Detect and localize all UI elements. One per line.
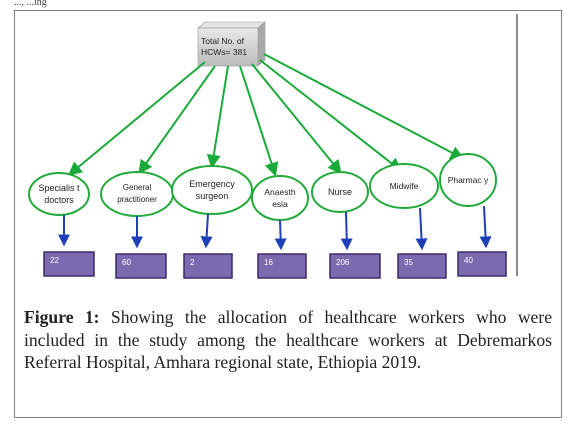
count-midwife: 35 — [404, 258, 413, 267]
node-label: Anaesth esia — [264, 187, 296, 209]
count-boxes — [43, 251, 507, 279]
blue-arrows — [58, 205, 492, 251]
total-label-box: Total No. of HCWs= 381 — [198, 28, 258, 66]
ovals — [28, 153, 497, 221]
oval-midwife — [369, 163, 439, 209]
node-specialist: Specialis t doctors — [29, 173, 89, 215]
green-arrows — [67, 53, 465, 177]
caption-label: Figure 1: — [24, 307, 100, 327]
node-label: Nurse — [327, 187, 352, 197]
figure-caption: Figure 1: Showing the allocation of heal… — [24, 306, 552, 374]
count-emergency: 2 — [190, 258, 195, 267]
count-gp: 60 — [122, 258, 131, 267]
oval-specialist — [28, 172, 90, 216]
header-fragment: ..., ...ing — [14, 0, 47, 8]
count-pharmacy: 40 — [464, 256, 473, 265]
count-specialist: 22 — [50, 256, 59, 265]
count-nurse: 206 — [336, 258, 350, 267]
node-label: Pharmac y — [447, 175, 489, 185]
oval-emergency — [171, 165, 253, 215]
oval-nurse — [311, 171, 369, 213]
caption-text: Showing the allocation of healthcare wor… — [24, 307, 552, 372]
arrow-anaesthesia — [239, 65, 279, 177]
figure-frame — [14, 10, 562, 418]
node-nurse: Nurse — [312, 172, 368, 212]
node-gp: General practitioner — [101, 172, 173, 216]
count-anaesthesia: 16 — [264, 258, 273, 267]
arrow-pharmacy — [263, 53, 465, 160]
node-label: Emergency surgeon — [189, 179, 235, 201]
arrow-midwife — [259, 59, 403, 172]
node-label: Midwife — [389, 181, 419, 191]
node-pharmacy: Pharmac y — [440, 154, 496, 206]
arrow-specialist — [67, 61, 206, 176]
node-anaesthesia: Anaesth esia — [252, 176, 308, 220]
arrow-gp — [138, 65, 216, 175]
node-midwife: Midwife — [370, 164, 438, 208]
total-box — [197, 21, 266, 67]
oval-pharmacy — [439, 153, 497, 207]
arrow-emergency — [206, 65, 229, 169]
node-emergency: Emergency surgeon — [172, 166, 252, 214]
total-label: Total No. of HCWs= 381 — [201, 36, 248, 57]
arrow-nurse — [251, 63, 342, 175]
node-label: Specialis t doctors — [38, 183, 80, 205]
node-label: General practitioner — [117, 183, 157, 204]
right-rule — [516, 14, 518, 276]
